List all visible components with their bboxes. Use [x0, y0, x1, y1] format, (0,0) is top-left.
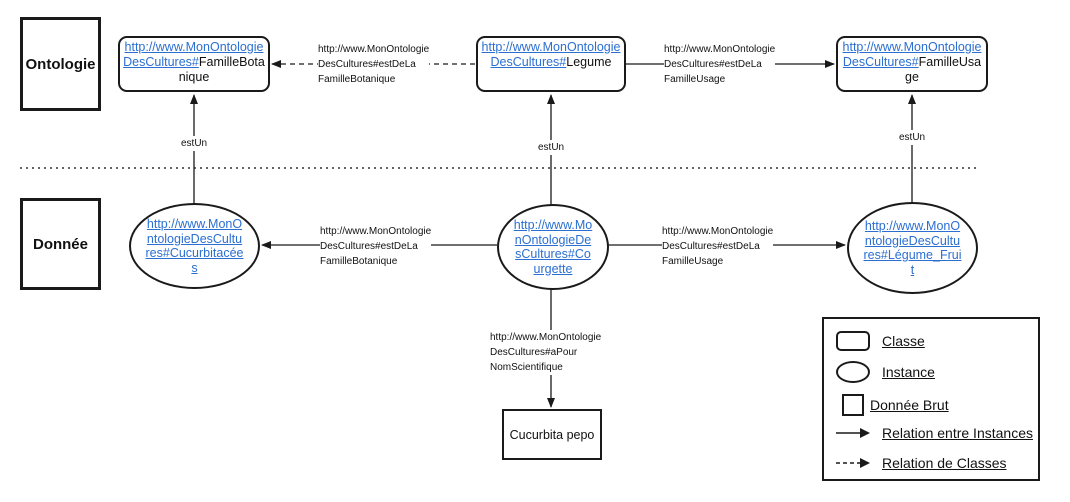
label-line: DesCultures#estDeLa — [662, 241, 760, 252]
class-famille-botanique-link[interactable]: http://www.MonOntologieDesCultures# — [123, 40, 264, 69]
label-line: FamilleUsage — [664, 74, 726, 85]
instance-cucurbitacees-link[interactable]: http://www.MonOntologieDesCultures#Cucur… — [145, 217, 244, 275]
instance-legume-fruit: http://www.MonOntologieDesCultures#Légum… — [847, 202, 978, 294]
label-line: http://www.MonOntologie — [490, 332, 602, 343]
label-estun-right: estUn — [897, 130, 928, 145]
label-line: FamilleUsage — [662, 256, 724, 267]
label-inst-famille-botanique: http://www.MonOntologie DesCultures#estD… — [320, 224, 432, 269]
label-class-famille-usage: http://www.MonOntologie DesCultures#estD… — [664, 42, 776, 87]
legend-instance-label: Instance — [882, 364, 935, 380]
legend-relation-classes-label: Relation de Classes — [882, 455, 1007, 471]
class-famille-botanique: http://www.MonOntologieDesCultures#Famil… — [118, 36, 270, 92]
label-a-pour-nom: http://www.MonOntologie DesCultures#aPou… — [490, 330, 602, 375]
raw-data-cucurbita-pepo: Cucurbita pepo — [502, 409, 602, 460]
label-line: DesCultures#aPour — [490, 347, 578, 358]
label-line: http://www.MonOntologie — [664, 44, 776, 55]
class-famille-usage-text: FamilleUsage — [905, 55, 982, 84]
label-class-famille-botanique: http://www.MonOntologie DesCultures#estD… — [318, 42, 430, 87]
label-inst-famille-usage: http://www.MonOntologie DesCultures#estD… — [662, 224, 774, 269]
legend: Classe Instance Donnée Brut Relation ent… — [822, 317, 1040, 481]
label-line: NomScientifique — [490, 362, 563, 373]
class-legume-link[interactable]: http://www.MonOntologieDesCultures# — [481, 40, 621, 69]
section-donnee: Donnée — [20, 198, 101, 290]
legend-classe-label: Classe — [882, 333, 925, 349]
label-line: http://www.MonOntologie — [662, 226, 774, 237]
label-estun-center: estUn — [536, 140, 567, 155]
section-ontologie: Ontologie — [20, 17, 101, 111]
label-line: DesCultures#estDeLa — [320, 241, 418, 252]
square-icon — [842, 394, 864, 416]
ellipse-icon — [836, 361, 870, 383]
class-legume-text: Legume — [566, 55, 612, 69]
legend-relation-instances-label: Relation entre Instances — [882, 425, 1033, 441]
section-ontologie-label: Ontologie — [25, 55, 96, 73]
label-line: FamilleBotanique — [318, 74, 396, 85]
label-estun-left: estUn — [179, 136, 210, 151]
instance-cucurbitacees: http://www.MonOntologieDesCultures#Cucur… — [129, 203, 260, 289]
label-line: DesCultures#estDeLa — [664, 59, 762, 70]
dashed-arrow-icon — [836, 458, 870, 468]
class-famille-usage-link[interactable]: http://www.MonOntologieDesCultures# — [842, 40, 982, 69]
label-line: http://www.MonOntologie — [320, 226, 432, 237]
legend-row-instance: Instance — [836, 361, 935, 383]
class-famille-usage: http://www.MonOntologieDesCultures#Famil… — [836, 36, 988, 92]
class-famille-botanique-text: FamilleBotanique — [178, 55, 265, 84]
legend-row-relation-classes: Relation de Classes — [836, 455, 1007, 471]
class-legume: http://www.MonOntologieDesCultures#Legum… — [476, 36, 626, 92]
rounded-rect-icon — [836, 331, 870, 351]
legend-row-classe: Classe — [836, 331, 925, 351]
raw-data-text: Cucurbita pepo — [509, 427, 595, 442]
label-line: FamilleBotanique — [320, 256, 398, 267]
instance-legume-fruit-link[interactable]: http://www.MonOntologieDesCultures#Légum… — [863, 219, 962, 277]
legend-row-donnee-brut: Donnée Brut — [836, 394, 949, 416]
section-donnee-label: Donnée — [32, 235, 88, 253]
legend-donnee-brut-label: Donnée Brut — [870, 397, 949, 413]
instance-courgette: http://www.MonOntologieDesCultures#Courg… — [497, 204, 609, 290]
instance-courgette-link[interactable]: http://www.MonOntologieDesCultures#Courg… — [513, 218, 593, 276]
legend-row-relation-instances: Relation entre Instances — [836, 425, 1033, 441]
label-line: DesCultures#estDeLa — [318, 59, 416, 70]
label-line: http://www.MonOntologie — [318, 44, 430, 55]
solid-arrow-icon — [836, 428, 870, 438]
